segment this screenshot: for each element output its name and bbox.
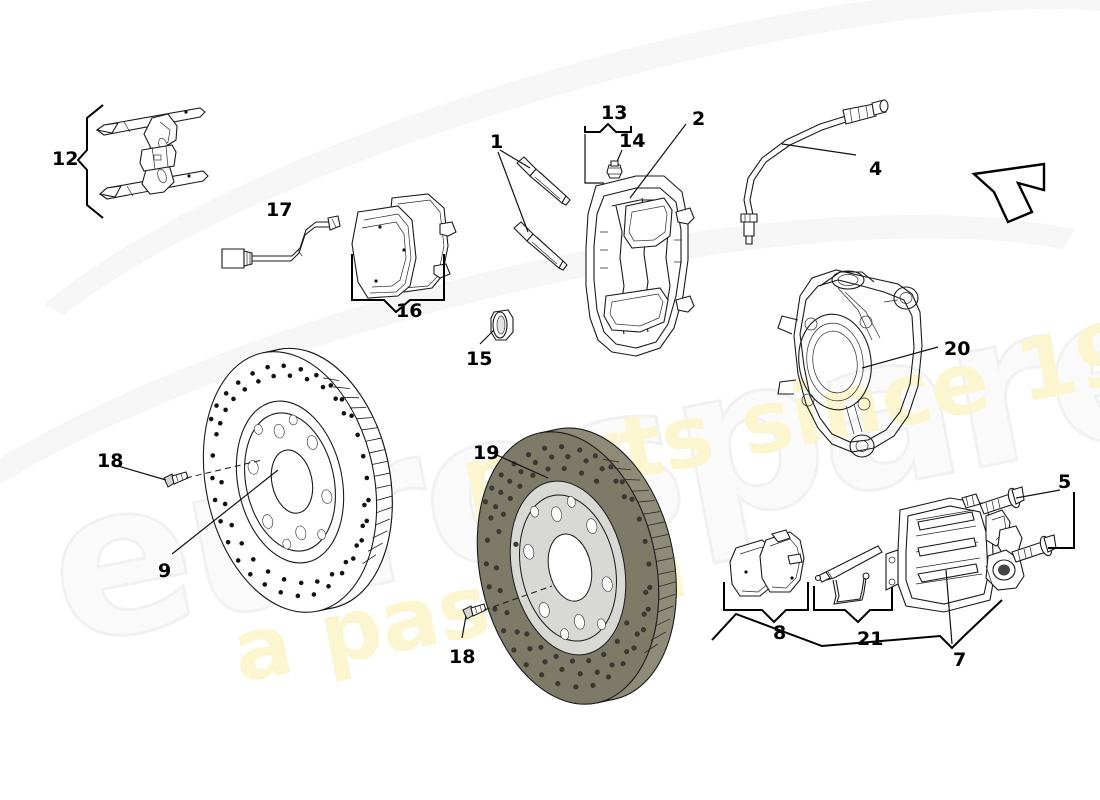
guide-bolt-lower [513,221,568,271]
callout-label-13: 13 [601,102,628,124]
pad-retaining-spring [139,113,178,195]
part-18a-disc-screw [117,459,263,488]
callout-label-21: 21 [857,628,884,650]
part-4-brake-hose [740,99,889,245]
part-8-rear-brake-pads [723,529,809,624]
part-17-wear-sensor [221,215,341,269]
part-16-front-brake-pads [351,193,457,314]
forward-direction-arrow [971,162,1046,224]
part-7-rear-caliper [711,493,1025,650]
callout-label-8: 8 [773,622,787,644]
callout-label-5: 5 [1058,471,1072,493]
part-9-front-brake-disc [171,347,393,613]
part-5-caliper-mounting-bolts [979,486,1075,563]
guide-bolt-upper [516,156,571,206]
bleeder-cap [606,160,623,179]
part-12-retaining-pin-kit [76,104,209,219]
part-20-wheel-hub-carrier [777,269,939,458]
callout-label-7: 7 [953,649,967,671]
part-1-caliper-guide-bolts [497,149,571,271]
callout-label-18a: 18 [97,450,124,472]
part-18b-disc-screw [461,585,553,639]
callout-label-12: 12 [52,148,79,170]
part-21-retaining-spring-pin [813,545,893,624]
callout-label-14: 14 [619,130,646,152]
callout-label-16: 16 [396,300,423,322]
part-15-sealing-cap [479,309,514,345]
part-19-rear-brake-disc [476,427,677,705]
callout-label-2: 2 [692,108,706,130]
callout-label-15: 15 [466,348,493,370]
callout-label-20: 20 [944,338,971,360]
callout-label-4: 4 [869,158,883,180]
callout-label-17: 17 [266,199,293,221]
part-2-front-caliper [585,123,695,357]
callout-label-1: 1 [490,131,504,153]
callout-label-19: 19 [473,442,500,464]
mounting-bolt-upper [979,486,1025,515]
callout-label-9: 9 [158,560,172,582]
mounting-bolt-lower [1011,534,1057,563]
callout-label-18b: 18 [449,646,476,668]
